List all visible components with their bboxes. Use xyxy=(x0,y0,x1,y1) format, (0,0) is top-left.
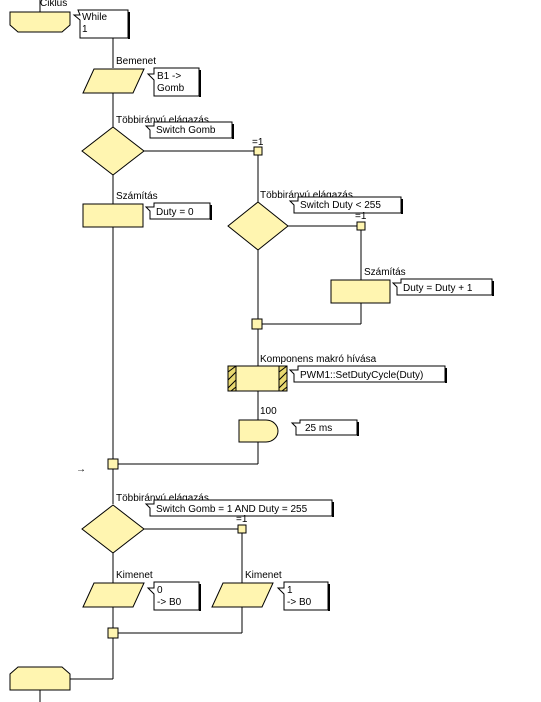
switch1-label: Többirányú elágazás xyxy=(116,115,209,126)
output-b0-zero-block[interactable]: Kimenet xyxy=(82,570,153,608)
input-note: B1 -> Gomb xyxy=(146,67,201,97)
switch2-note: Switch Duty < 255 xyxy=(288,196,403,214)
calc-duty-increment-block[interactable]: Számítás xyxy=(330,267,406,304)
switch3-label: Többirányú elágazás xyxy=(116,493,209,504)
output2-label: Kimenet xyxy=(245,570,282,581)
switch2-note-text: Switch Duty < 255 xyxy=(300,200,381,211)
input-label: Bemenet xyxy=(116,56,156,67)
loop-note-line2: 1 xyxy=(82,24,88,35)
switch2-branch-node[interactable] xyxy=(356,221,366,231)
loop-note-line1: While xyxy=(82,12,107,23)
loop-end-block[interactable] xyxy=(9,666,71,691)
switch1-branch-node[interactable] xyxy=(253,146,263,156)
switch1-branch-label: =1 xyxy=(252,137,264,148)
calc2-note-text: Duty = Duty + 1 xyxy=(403,283,473,294)
switch2-label: Többirányú elágazás xyxy=(260,190,353,201)
calc1-note: Duty = 0 xyxy=(144,202,212,220)
delay-label: 100 xyxy=(260,406,277,417)
input-note-line1: B1 -> xyxy=(157,71,181,82)
output2-note: 1 -> B0 xyxy=(276,581,330,611)
loop-start-block[interactable]: Ciklus xyxy=(9,0,71,33)
switch3-branch-label: =1 xyxy=(236,514,248,525)
switch3-branch-node[interactable] xyxy=(237,524,247,534)
switch-gomb-decision[interactable]: Többirányú elágazás xyxy=(81,115,209,176)
switch3-note: Switch Gomb = 1 AND Duty = 255 xyxy=(144,499,334,517)
output1-note: 0 -> B0 xyxy=(146,581,201,611)
macro-note: PWM1::SetDutyCycle(Duty) xyxy=(288,365,447,383)
switch1-note-text: Switch Gomb xyxy=(156,125,216,136)
calc-duty-zero-block[interactable]: Számítás xyxy=(82,191,158,228)
loop-label: Ciklus xyxy=(40,0,67,9)
switch-duty-decision[interactable]: Többirányú elágazás xyxy=(227,190,353,251)
calc1-label: Számítás xyxy=(116,191,158,202)
input-note-line2: Gomb xyxy=(157,83,185,94)
delay-block[interactable]: 100 xyxy=(238,406,279,443)
delay-note-text: 25 ms xyxy=(305,423,332,434)
output2-note-line2: -> B0 xyxy=(287,597,312,608)
switch2-branch-label: =1 xyxy=(355,211,367,222)
switch3-note-text: Switch Gomb = 1 AND Duty = 255 xyxy=(156,504,308,515)
loop-note: While 1 xyxy=(72,9,130,39)
macro-note-text: PWM1::SetDutyCycle(Duty) xyxy=(300,370,423,381)
flow-arrow-mark: → xyxy=(76,464,86,475)
switch2-merge-node[interactable] xyxy=(251,318,263,330)
macro-label: Komponens makró hívása xyxy=(260,354,377,365)
component-macro-block[interactable]: Komponens makró hívása xyxy=(227,354,377,392)
connector-lines xyxy=(39,32,362,702)
calc1-note-text: Duty = 0 xyxy=(156,207,194,218)
switch3-merge-node[interactable] xyxy=(107,627,119,639)
switch1-merge-node[interactable] xyxy=(107,458,119,470)
output-b0-one-block[interactable]: Kimenet xyxy=(211,570,282,608)
switch1-note: Switch Gomb xyxy=(144,121,234,139)
input-block[interactable]: Bemenet xyxy=(82,56,156,94)
calc2-note: Duty = Duty + 1 xyxy=(391,278,494,296)
output1-note-line2: -> B0 xyxy=(157,597,182,608)
switch-gomb-and-duty-decision[interactable]: Többirányú elágazás xyxy=(81,493,209,554)
output2-note-line1: 1 xyxy=(287,585,293,596)
calc2-label: Számítás xyxy=(364,267,406,278)
output1-label: Kimenet xyxy=(116,570,153,581)
delay-note: 25 ms xyxy=(290,419,359,436)
output1-note-line1: 0 xyxy=(157,585,163,596)
